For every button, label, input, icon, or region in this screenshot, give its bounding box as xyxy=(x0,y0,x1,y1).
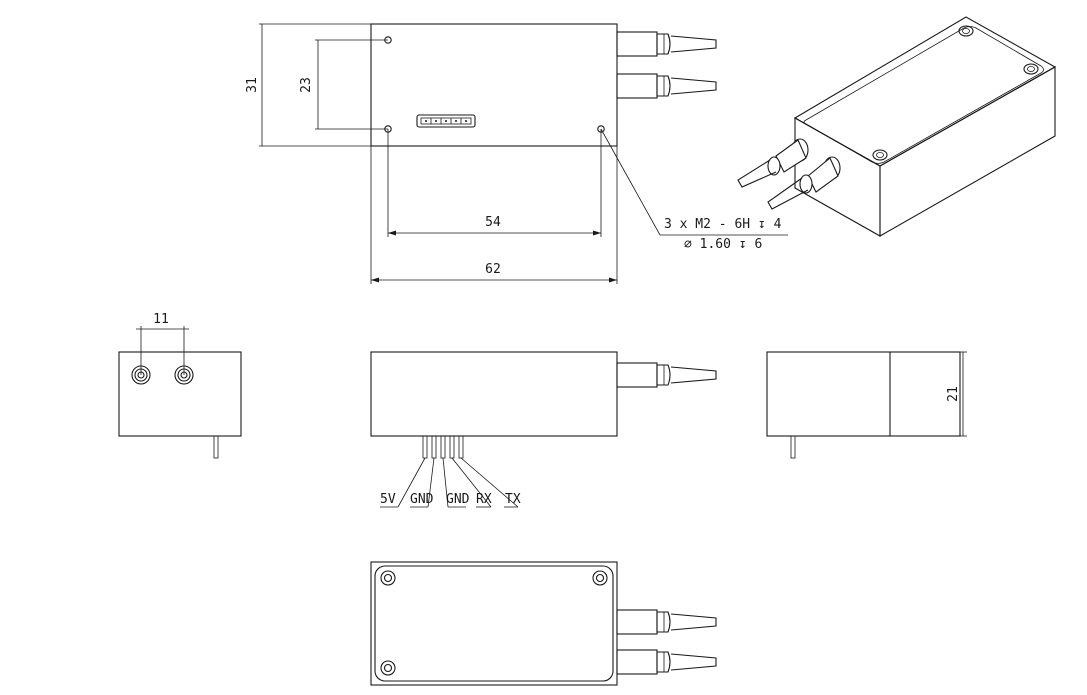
pin-side xyxy=(213,435,219,459)
left-end-view: 11 xyxy=(118,312,242,459)
iso-fiber-connector xyxy=(737,138,809,188)
front-view: 5V GND GND RX TX xyxy=(370,351,717,508)
pin-label-rx: RX xyxy=(476,492,492,507)
callout-thread-spec: 3 x M2 - 6H ↧ 4 xyxy=(664,217,782,232)
right-end-view: 21 xyxy=(766,351,967,459)
iso-side-face xyxy=(879,66,1056,237)
fiber-connector xyxy=(616,649,717,675)
left-view-body xyxy=(118,351,242,437)
pin-gnd xyxy=(431,435,437,459)
dim-label-31: 31 xyxy=(245,77,260,93)
dim-label-21: 21 xyxy=(946,386,961,402)
pin-5v xyxy=(422,435,428,459)
pin-side xyxy=(790,435,796,459)
callout-leader xyxy=(600,128,661,236)
right-view-body xyxy=(766,351,961,437)
dim-label-23: 23 xyxy=(299,77,314,93)
pin-rx xyxy=(449,435,455,459)
iso-lid xyxy=(803,26,1044,164)
pin-label-5v: 5V xyxy=(380,492,396,507)
top-view-body xyxy=(370,23,618,147)
front-view-body xyxy=(370,351,618,437)
pin-gnd xyxy=(440,435,446,459)
iso-top-face xyxy=(793,16,1057,167)
mounting-hole xyxy=(384,36,392,44)
dim-label-11: 11 xyxy=(153,312,169,327)
iso-fiber-connector xyxy=(767,156,841,210)
pin-tx xyxy=(458,435,464,459)
pin-label-gnd: GND xyxy=(446,492,470,507)
pin-header-connector xyxy=(416,114,476,128)
pin-label-tx: TX xyxy=(505,492,521,507)
pin-row xyxy=(422,435,464,459)
isometric-view xyxy=(737,16,1057,237)
fiber-connector xyxy=(616,31,717,57)
callout-drill-spec: ∅ 1.60 ↧ 6 xyxy=(684,237,762,252)
dim-label-54: 54 xyxy=(485,215,501,230)
fiber-connector xyxy=(616,362,717,388)
top-view: 31 23 xyxy=(245,23,788,284)
dim-label-62: 62 xyxy=(485,262,501,277)
pin-label-gnd: GND xyxy=(410,492,434,507)
fiber-connector xyxy=(616,609,717,635)
fiber-connector xyxy=(616,73,717,99)
bottom-view-body xyxy=(370,561,618,686)
bottom-view xyxy=(370,561,717,686)
